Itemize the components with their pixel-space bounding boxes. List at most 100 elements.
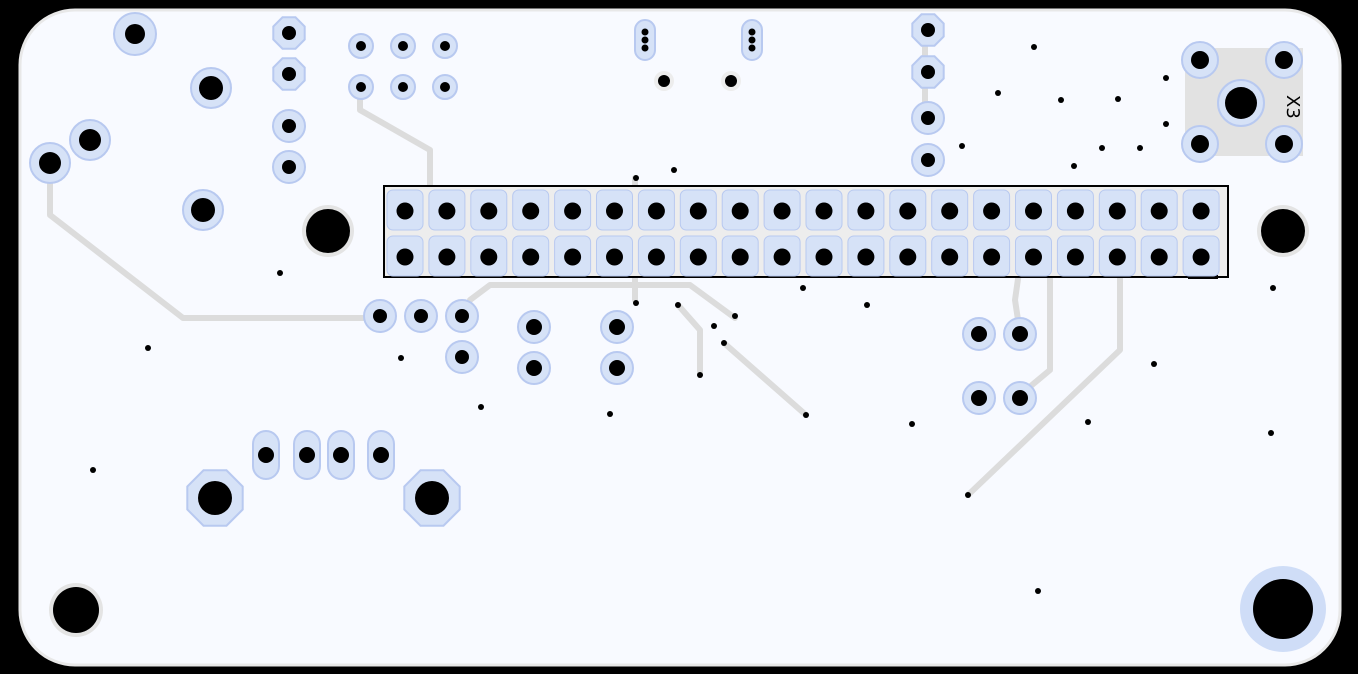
pad-hole: [356, 82, 366, 92]
mount-hole: [1261, 209, 1305, 253]
header-pin-hole: [731, 248, 749, 266]
pad-hole: [282, 160, 296, 174]
via: [800, 285, 806, 291]
pad-hole: [1191, 135, 1209, 153]
via: [1085, 419, 1091, 425]
pad-hole: [125, 24, 145, 44]
header-pin-hole: [941, 248, 959, 266]
header-pin-hole: [564, 202, 582, 220]
pad-hole: [373, 447, 389, 463]
header-pin-hole: [899, 248, 917, 266]
x3-silkscreen-label: X3: [1282, 95, 1303, 119]
pad-hole: [526, 360, 542, 376]
header-pin-hole: [480, 248, 498, 266]
via: [145, 345, 151, 351]
pad-hole: [921, 153, 935, 167]
header-pin-hole: [1066, 248, 1084, 266]
header-pin-hole: [899, 202, 917, 220]
pad-hole: [526, 319, 542, 335]
via: [1035, 588, 1041, 594]
via: [959, 143, 965, 149]
header-pin1-marker: [1188, 275, 1218, 279]
board-outline: [18, 8, 1342, 667]
header-pin-hole: [1150, 202, 1168, 220]
pad-hole: [455, 309, 469, 323]
header-pin-hole: [773, 202, 791, 220]
pad-hole: [282, 119, 296, 133]
via: [1115, 96, 1121, 102]
pad-hole: [258, 447, 274, 463]
header-pin-hole: [606, 248, 623, 266]
via: [90, 467, 96, 473]
pad-hole: [398, 41, 408, 51]
via: [803, 412, 809, 418]
header-pin-hole: [1066, 202, 1084, 220]
header-pin-hole: [983, 202, 1001, 220]
header-pin-hole: [1108, 202, 1126, 220]
header-pin-hole: [941, 202, 959, 220]
pad-hole: [1275, 51, 1293, 69]
header-pin-hole: [1150, 248, 1168, 266]
header-pin-hole: [647, 248, 665, 266]
via: [1151, 361, 1157, 367]
pad-hole: [440, 82, 450, 92]
via: [721, 340, 727, 346]
pad-hole: [191, 198, 215, 222]
via: [725, 75, 737, 87]
header-pin-hole: [815, 248, 833, 266]
header-pin-hole: [689, 202, 707, 220]
pad-hole: [299, 447, 315, 463]
via: [1163, 75, 1169, 81]
pad-hole: [921, 111, 935, 125]
pad-hole: [971, 390, 987, 406]
pad-hole: [641, 28, 649, 36]
via: [965, 492, 971, 498]
header-pin-hole: [396, 248, 414, 266]
header-pin-hole: [1025, 202, 1042, 220]
header-pin-hole: [815, 202, 833, 220]
pad-hole: [414, 309, 428, 323]
via: [909, 421, 915, 427]
pad-hole: [440, 41, 450, 51]
pad-hole: [748, 28, 756, 36]
pad-hole: [79, 129, 101, 151]
pad-hole: [1191, 51, 1209, 69]
mounting-holes: [49, 205, 1326, 652]
header-pin-hole: [480, 202, 498, 220]
pad-hole: [1225, 87, 1257, 119]
header-pin-hole: [983, 248, 1001, 266]
header-pin-hole: [647, 202, 665, 220]
header-pin-hole: [1108, 248, 1126, 266]
via: [1058, 97, 1064, 103]
pad-hole: [198, 481, 232, 515]
via: [675, 302, 681, 308]
header-pin-hole: [522, 248, 540, 266]
via: [398, 355, 404, 361]
pad-hole: [398, 82, 408, 92]
via: [995, 90, 1001, 96]
pad-hole: [1012, 326, 1028, 342]
via: [1163, 121, 1169, 127]
pads: [29, 12, 1303, 527]
via: [1031, 44, 1037, 50]
pad-hole: [415, 481, 449, 515]
pad-hole: [609, 360, 625, 376]
via: [633, 175, 639, 181]
mount-hole: [53, 587, 99, 633]
pad-hole: [1012, 390, 1028, 406]
pad-hole: [921, 23, 935, 37]
header-pins: [386, 189, 1220, 277]
pad-hole: [333, 447, 349, 463]
pad-hole: [609, 319, 625, 335]
pad-hole: [641, 36, 649, 44]
via: [478, 404, 484, 410]
header-pin-hole: [857, 202, 875, 220]
header-pin-hole: [731, 202, 749, 220]
via: [277, 270, 283, 276]
pad-hole: [373, 309, 387, 323]
pad-hole: [39, 152, 61, 174]
header-pin-hole: [396, 202, 414, 220]
via: [671, 167, 677, 173]
mount-hole: [306, 209, 350, 253]
header-pin-hole: [522, 202, 540, 220]
